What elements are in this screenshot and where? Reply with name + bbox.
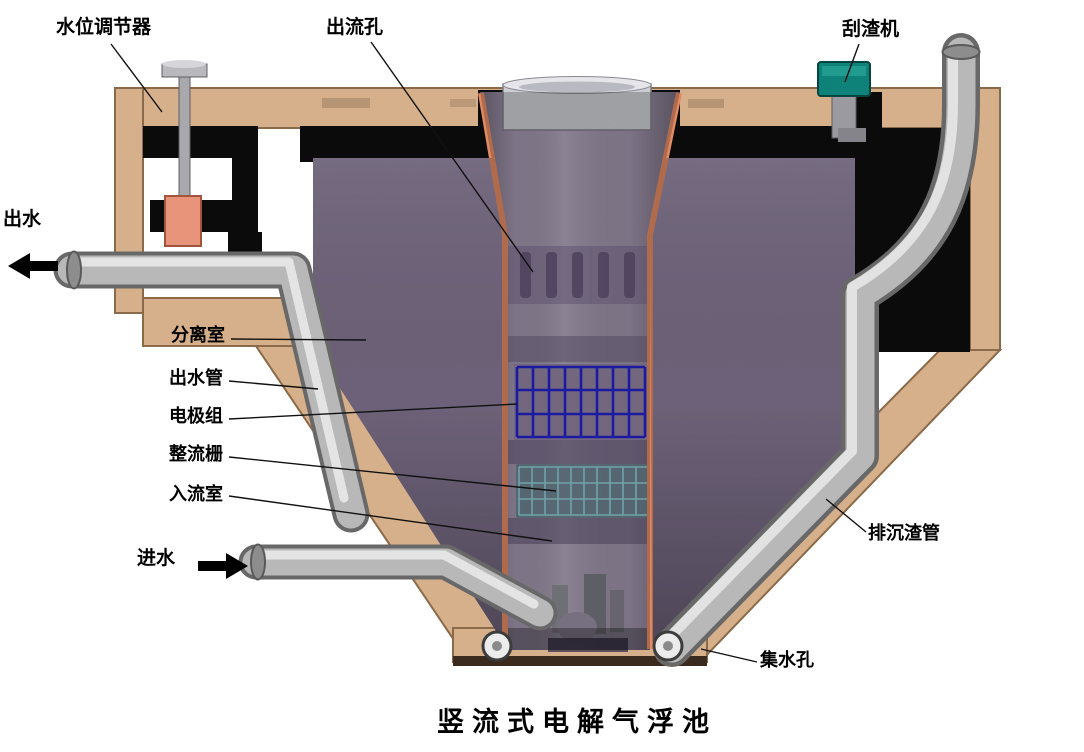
label-water-collection-hole: 集水孔 [760, 650, 814, 670]
pipework [53, 33, 981, 667]
slab-mark [450, 99, 476, 107]
label-outflow-hole: 出流孔 [326, 17, 384, 38]
scraper-foot [838, 128, 866, 142]
leader-inflow-chamber [228, 495, 553, 542]
collection-holes [481, 630, 684, 662]
scraper-motor-highlight [822, 66, 866, 76]
leader-collection-hole [700, 648, 758, 663]
texture-overlay [313, 92, 855, 650]
leader-separation-chamber [230, 338, 367, 341]
leader-electrode-group [228, 403, 518, 420]
outlet-pipe [53, 250, 370, 533]
label-outlet-pipe: 出水管 [169, 368, 223, 388]
diagram-title: 竖流式电解气浮池 [437, 707, 717, 737]
label-sediment-discharge-pipe: 排沉渣管 [868, 523, 940, 543]
sediment-discharge-pipe [653, 33, 981, 667]
outlet-pipe-end [66, 250, 82, 290]
label-rectifying-grid: 整流栅 [169, 444, 223, 464]
leader-water-level-regulator [110, 43, 163, 113]
leader-discharge-pipe [825, 498, 867, 533]
slab-mark [322, 98, 370, 108]
label-electrode-group: 电极组 [169, 406, 223, 426]
leader-rectifying-grid [228, 456, 557, 492]
label-separation-chamber: 分离室 [171, 325, 225, 345]
funnel-bottom-shadow [453, 656, 707, 666]
label-scum-scraper: 刮渣机 [842, 19, 900, 40]
rim-opening [519, 81, 635, 93]
leader-outlet-pipe [228, 380, 319, 390]
slab-mark [688, 99, 724, 108]
flow-arrows [8, 253, 248, 579]
upper-left-baffle [232, 126, 258, 232]
regulator-rod [178, 71, 191, 201]
regulator-handle-top [162, 60, 206, 68]
inlet-flow-arrow [198, 553, 248, 579]
label-inlet-water: 进水 [137, 548, 176, 569]
label-water-level-regulator: 水位调节器 [56, 17, 152, 38]
water-level-regulator [161, 60, 208, 247]
leader-outflow-hole [370, 41, 534, 273]
regulator-float [164, 195, 202, 247]
leader-scum-scraper [844, 43, 860, 83]
discharge-pipe-end [941, 44, 981, 60]
inlet-pipe [238, 543, 558, 631]
label-outlet-water: 出水 [3, 209, 42, 230]
inlet-pipe-end [250, 543, 266, 581]
scum-scraper [817, 61, 882, 142]
leader-lines [110, 41, 867, 663]
label-inflow-chamber: 入流室 [169, 484, 223, 504]
outlet-flow-arrow [8, 253, 58, 279]
